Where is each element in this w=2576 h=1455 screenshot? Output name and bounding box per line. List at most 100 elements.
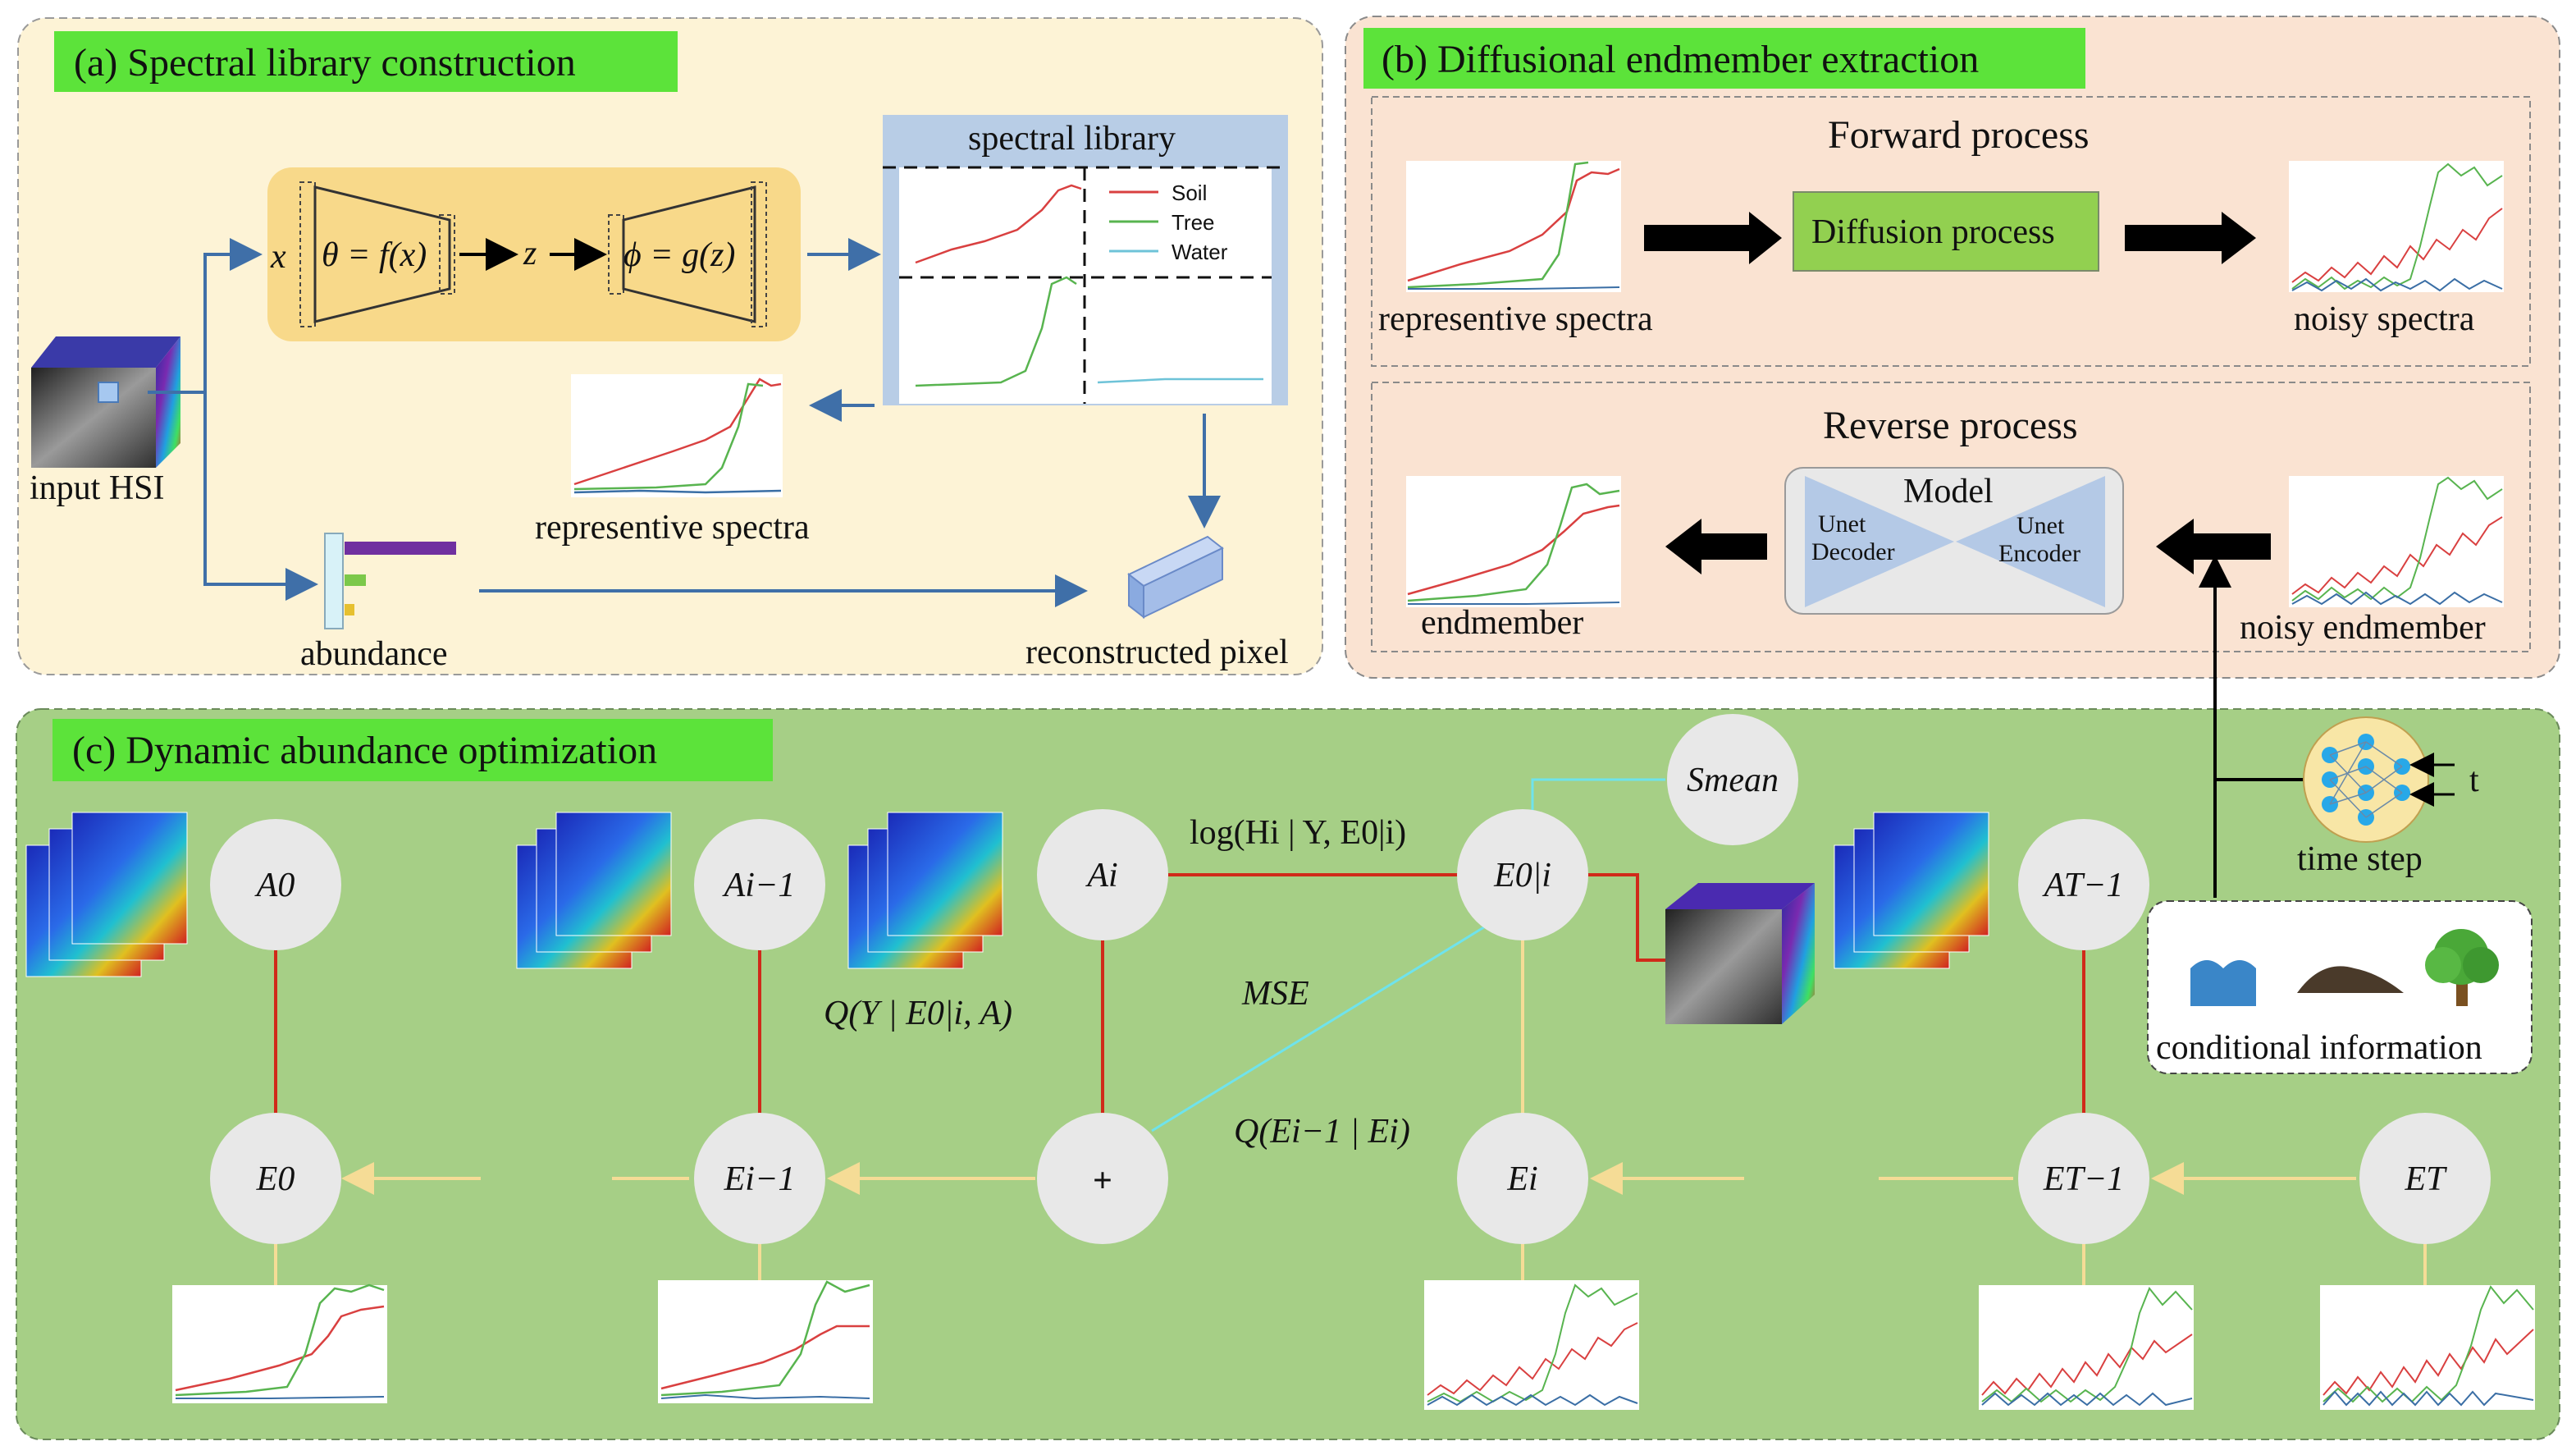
- time-step-label: time step: [2297, 840, 2423, 878]
- model-decoder-line-1: Unet: [1818, 510, 1866, 538]
- log-likelihood-label: log(Hi | Y, E0|i): [1190, 814, 1406, 852]
- abundance-bars: [324, 533, 456, 629]
- node-smean: Smean: [1667, 714, 1798, 845]
- diffusion-process-box: [1793, 191, 2099, 272]
- node-e0-label: E0: [256, 1160, 295, 1198]
- library-legend: Soil Tree Water: [1109, 181, 1228, 264]
- encoder-input: x: [270, 238, 286, 276]
- spectra-plot-et: [2320, 1285, 2535, 1410]
- node-e0i: E0|i: [1457, 809, 1588, 940]
- reverse-arrow-2: [2156, 519, 2271, 574]
- red-links: [274, 873, 2085, 1121]
- reconstructed-pixel-cuboid: [1127, 535, 1224, 620]
- t-label: t: [2469, 762, 2479, 799]
- panel-a-representative-plot: [571, 374, 783, 497]
- soil-icon: [2297, 966, 2404, 993]
- reverse-arrow-1: [1665, 519, 1767, 574]
- decoder-trapezoid: [608, 181, 767, 327]
- library-soil-curve: [915, 184, 1082, 264]
- input-hsi-cube: [31, 336, 180, 468]
- forward-output-plot: [2289, 161, 2504, 292]
- model-encoder-line-2: Encoder: [1998, 540, 2080, 567]
- panel-b-title-box: [1363, 28, 2085, 89]
- model-decoder-line-2: Decoder: [1811, 538, 1895, 565]
- node-a0-label: A0: [254, 867, 295, 904]
- latent-z: z: [523, 235, 537, 272]
- reverse-process-title: Reverse process: [1823, 404, 2078, 447]
- q-abundance-label: Q(Y | E0|i, A): [824, 995, 1012, 1032]
- spectra-plot-ei: [1424, 1280, 1639, 1410]
- node-et-1: ET−1: [2018, 1113, 2149, 1244]
- model-encoder-shape: [1956, 476, 2105, 607]
- node-at-1: AT−1: [2018, 819, 2149, 950]
- node-et-1-label: ET−1: [2043, 1160, 2124, 1198]
- input-hsi-label: input HSI: [30, 469, 165, 507]
- forward-arrow-2: [2125, 212, 2256, 264]
- panel-b-title: (b) Diffusional endmember extraction: [1382, 38, 1979, 81]
- spectra-plot-et-1: [1979, 1285, 2194, 1410]
- reverse-output-plot: [1406, 476, 1621, 607]
- reverse-input-label: noisy endmember: [2240, 609, 2486, 647]
- time-step-network-edges: [2329, 741, 2403, 818]
- spectra-plot-e0: [172, 1283, 387, 1403]
- reconstructed-pixel-label: reconstructed pixel: [1025, 634, 1289, 671]
- model-encoder-line-1: Unet: [2016, 512, 2065, 539]
- forward-input-label: representive spectra: [1378, 300, 1653, 338]
- reverse-output-label: endmember: [1421, 604, 1583, 642]
- panel-a-title-box: [54, 31, 678, 92]
- node-et-label: ET: [2404, 1160, 2447, 1198]
- diffusion-process-label: Diffusion process: [1811, 213, 2055, 251]
- spectral-library-title: spectral library: [968, 120, 1176, 158]
- legend-water: Water: [1172, 240, 1228, 264]
- node-ai: Ai: [1037, 809, 1168, 940]
- node-ei: Ei: [1457, 1113, 1588, 1244]
- abundance-maps-a0: [25, 812, 188, 977]
- panel-a-representative-label: representive spectra: [535, 509, 810, 547]
- node-plus-label: +: [1093, 1162, 1112, 1200]
- forward-input-plot: [1406, 161, 1621, 292]
- node-a0: A0: [210, 819, 341, 950]
- node-e0: E0: [210, 1113, 341, 1244]
- node-ai-label: Ai: [1085, 857, 1117, 895]
- model-decoder-shape: [1805, 476, 1954, 607]
- node-et: ET: [2359, 1113, 2491, 1244]
- tree-icon: [2425, 929, 2499, 1006]
- forward-output-label: noisy spectra: [2294, 300, 2475, 338]
- panel-a: (a) Spectral library construction input …: [17, 17, 1323, 675]
- library-tree-curve: [915, 276, 1077, 387]
- abundance-maps-ai-1: [516, 812, 672, 969]
- decoder-function: ϕ = g(z): [623, 236, 735, 274]
- water-icon: [2190, 960, 2256, 1006]
- library-water-curve: [1097, 377, 1263, 384]
- node-smean-label: Smean: [1687, 762, 1779, 799]
- spectra-plot-ei-1: [658, 1280, 873, 1403]
- panel-c-title-box: [53, 719, 773, 781]
- forward-process-box: [1371, 96, 2531, 367]
- node-ei-1-label: Ei−1: [724, 1160, 796, 1198]
- reverse-process-box: [1371, 382, 2531, 652]
- conditional-info-label: conditional information: [2156, 1029, 2482, 1067]
- panel-b: (b) Diffusional endmember extraction For…: [1345, 16, 2560, 679]
- encoder-trapezoid: [299, 181, 455, 327]
- model-title: Model: [1903, 473, 1994, 510]
- abundance-label: abundance: [300, 635, 448, 673]
- panel-b-background: [1345, 16, 2560, 679]
- node-ai-1: Ai−1: [694, 819, 825, 950]
- legend-soil: Soil: [1172, 181, 1207, 205]
- node-e0i-label: E0|i: [1493, 857, 1551, 895]
- forward-process-title: Forward process: [1828, 113, 2090, 157]
- legend-tree: Tree: [1172, 210, 1215, 235]
- autoencoder-box: [267, 167, 801, 341]
- forward-arrow-1: [1644, 212, 1782, 264]
- node-ai-1-label: Ai−1: [722, 867, 796, 904]
- panel-c: (c) Dynamic abundance optimization t tim…: [16, 555, 2560, 1440]
- node-ei-1: Ei−1: [694, 1113, 825, 1244]
- abundance-maps-at-1: [1834, 812, 1989, 969]
- node-plus: +: [1037, 1113, 1168, 1244]
- q-endmember-label: Q(Ei−1 | Ei): [1234, 1113, 1410, 1151]
- panel-c-title: (c) Dynamic abundance optimization: [72, 729, 657, 772]
- reconstructed-hsi-cube: [1665, 883, 1815, 1024]
- panel-a-title: (a) Spectral library construction: [74, 41, 576, 85]
- mse-label: MSE: [1241, 975, 1309, 1013]
